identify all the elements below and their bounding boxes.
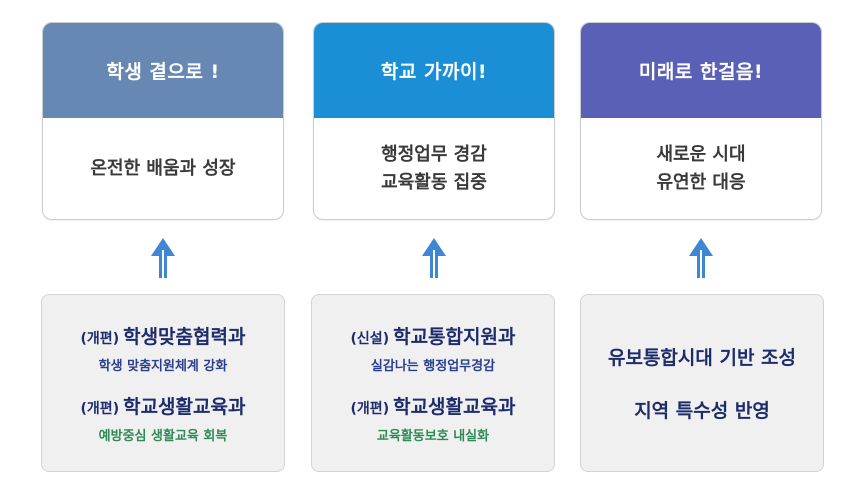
goal-line: 행정업무 경감: [381, 143, 487, 165]
action-item-sub: 교육활동보호 내실화: [376, 429, 490, 444]
action-line: 유보통합시대 기반 조성: [607, 347, 797, 369]
goal-card-header: 학생 곁으로 !: [43, 23, 283, 118]
action-tag: (개편): [80, 401, 120, 417]
goal-card-header: 미래로 한걸음!: [581, 23, 821, 118]
double-up-arrow-icon: [689, 238, 713, 278]
goal-card-body: 온전한 배움과 성장: [43, 118, 283, 219]
goal-title: 학교 가까이!: [380, 61, 488, 83]
goal-line: 교육활동 집중: [381, 171, 487, 193]
goal-line: 온전한 배움과 성장: [90, 157, 236, 179]
action-item: (개편)학생맞춤협력과 학생 맞춤지원체계 강화: [81, 322, 246, 374]
action-line: 지역 특수성 반영: [634, 400, 770, 422]
goal-line: 새로운 시대: [656, 143, 746, 165]
action-item-title: (신설)학교통합지원과: [351, 322, 516, 349]
action-tag: (개편): [80, 331, 120, 347]
department-name: 학생맞춤협력과: [123, 326, 246, 348]
double-up-arrow-icon: [151, 238, 175, 278]
action-item: (신설)학교통합지원과 실감나는 행정업무경감: [351, 322, 516, 374]
action-item-title: (개편)학교생활교육과: [81, 392, 246, 419]
action-item: (개편)학교생활교육과 예방중심 생활교육 회복: [81, 392, 246, 444]
action-box-1: (개편)학생맞춤협력과 학생 맞춤지원체계 강화 (개편)학교생활교육과 예방중…: [41, 294, 285, 472]
goal-card-students: 학생 곁으로 ! 온전한 배움과 성장: [42, 22, 284, 220]
department-name: 학교생활교육과: [123, 396, 246, 418]
action-item-title: (개편)학교생활교육과: [351, 392, 516, 419]
action-box-3: 유보통합시대 기반 조성 지역 특수성 반영: [580, 294, 824, 472]
action-tag: (개편): [350, 401, 390, 417]
goal-card-future: 미래로 한걸음! 새로운 시대 유연한 대응: [580, 22, 822, 220]
action-item-sub: 예방중심 생활교육 회복: [98, 429, 228, 444]
goal-card-body: 행정업무 경감 교육활동 집중: [314, 118, 554, 219]
goal-card-body: 새로운 시대 유연한 대응: [581, 118, 821, 219]
action-tag: (신설): [350, 331, 390, 347]
action-item-sub: 학생 맞춤지원체계 강화: [98, 359, 228, 374]
goal-card-header: 학교 가까이!: [314, 23, 554, 118]
action-item-title: (개편)학생맞춤협력과: [81, 322, 246, 349]
double-up-arrow-icon: [422, 238, 446, 278]
action-item: (개편)학교생활교육과 교육활동보호 내실화: [351, 392, 516, 444]
action-box-2: (신설)학교통합지원과 실감나는 행정업무경감 (개편)학교생활교육과 교육활동…: [311, 294, 555, 472]
goal-line: 유연한 대응: [656, 171, 746, 193]
goal-title: 미래로 한걸음!: [638, 61, 764, 83]
department-name: 학교통합지원과: [393, 326, 516, 348]
department-name: 학교생활교육과: [393, 396, 516, 418]
goal-card-school: 학교 가까이! 행정업무 경감 교육활동 집중: [313, 22, 555, 220]
goal-title: 학생 곁으로 !: [106, 61, 220, 83]
action-item-sub: 실감나는 행정업무경감: [370, 359, 496, 374]
